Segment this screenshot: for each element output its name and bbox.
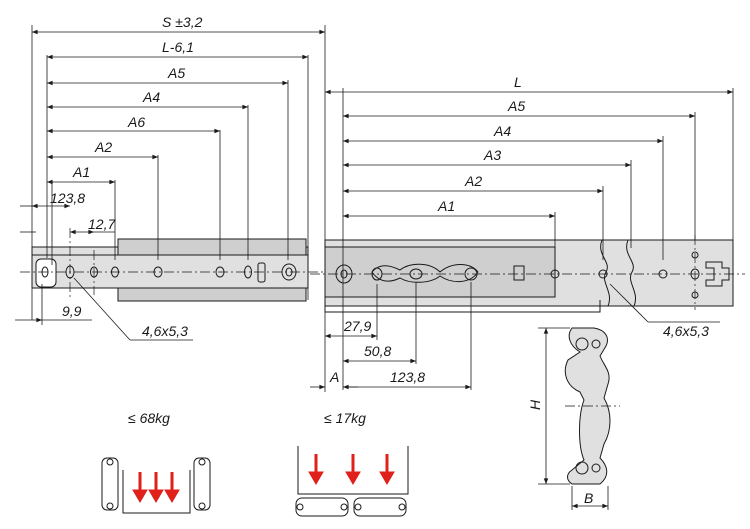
dim-left-a2: A2 — [94, 139, 112, 155]
load-side-box — [122, 470, 191, 514]
section-ball-1 — [575, 337, 589, 351]
left-slide-view — [20, 228, 330, 302]
dim-right-279: 27,9 — [343, 318, 371, 334]
dim-left-a1: A1 — [72, 164, 90, 180]
section-ball-3 — [575, 461, 589, 475]
left-slot — [257, 262, 266, 283]
section-h-label: H — [527, 399, 543, 410]
dim-left-1238: 123,8 — [50, 190, 85, 206]
right-rail-view — [310, 235, 745, 313]
dim-left-a6: A6 — [127, 114, 145, 130]
dim-right-hole: 4,6x5,3 — [663, 323, 709, 339]
right-inner-rail — [324, 246, 556, 298]
dim-right-a: A — [329, 369, 339, 385]
load-side-ball-1 — [106, 458, 114, 466]
left-inner-rail — [31, 254, 309, 289]
dim-left-a5: A5 — [167, 65, 185, 81]
dim-right-508: 50,8 — [364, 343, 391, 359]
dim-left-99: 9,9 — [62, 303, 82, 319]
dim-right-a1: A1 — [437, 198, 455, 214]
right-slot-shape — [371, 263, 479, 283]
right-slot — [513, 265, 525, 281]
load-flat-rail-right — [353, 497, 407, 517]
load-side-ball-3 — [198, 458, 206, 466]
load-flat-box — [297, 446, 409, 495]
section-ball-4 — [591, 463, 601, 473]
load-flat-ball-4 — [398, 503, 406, 511]
right-dimension-lines — [310, 89, 733, 390]
section-ball-2 — [591, 339, 601, 349]
left-dimension-lines — [32, 29, 326, 341]
left-extension-lines — [15, 25, 326, 325]
dim-right-a2: A2 — [464, 173, 482, 189]
load-side-arrows — [132, 472, 180, 503]
left-hole-leader — [73, 277, 131, 341]
load-flat-ball-1 — [296, 503, 304, 511]
dim-left-a4: A4 — [142, 89, 160, 105]
load-side-rail-left — [101, 457, 119, 511]
load-flat-icon — [295, 446, 409, 517]
right-extension-lines — [324, 88, 734, 392]
dim-right-1238: 123,8 — [390, 369, 425, 385]
dim-left-hole: 4,6x5,3 — [142, 323, 188, 339]
cross-section — [538, 327, 620, 510]
left-end-cap — [35, 258, 57, 288]
load-flat-ball-2 — [340, 503, 348, 511]
load-side-rail-right — [193, 457, 211, 511]
right-hole-leader — [609, 283, 649, 323]
dim-left-127: 12,7 — [88, 216, 116, 232]
load-side-ball-2 — [106, 502, 114, 510]
load-flat-arrows — [308, 454, 395, 485]
load-side-ball-4 — [198, 502, 206, 510]
load-flat-ball-3 — [354, 503, 362, 511]
dim-right-l: L — [514, 74, 522, 90]
dim-right-a4: A4 — [493, 123, 511, 139]
load-flat-label: ≤ 17kg — [324, 410, 366, 426]
section-b-label: B — [584, 490, 593, 506]
dim-right-a3: A3 — [483, 147, 501, 163]
right-end-bracket — [705, 261, 730, 287]
load-side-icon — [101, 457, 211, 514]
dim-left-l61: L-6,1 — [162, 39, 194, 55]
right-break-2 — [626, 239, 636, 307]
right-break-1 — [600, 239, 610, 307]
load-side-label: ≤ 68kg — [128, 410, 170, 426]
dim-left-s: S ±3,2 — [162, 14, 203, 30]
load-flat-rail-left — [295, 497, 349, 517]
dim-right-a5: A5 — [507, 98, 525, 114]
